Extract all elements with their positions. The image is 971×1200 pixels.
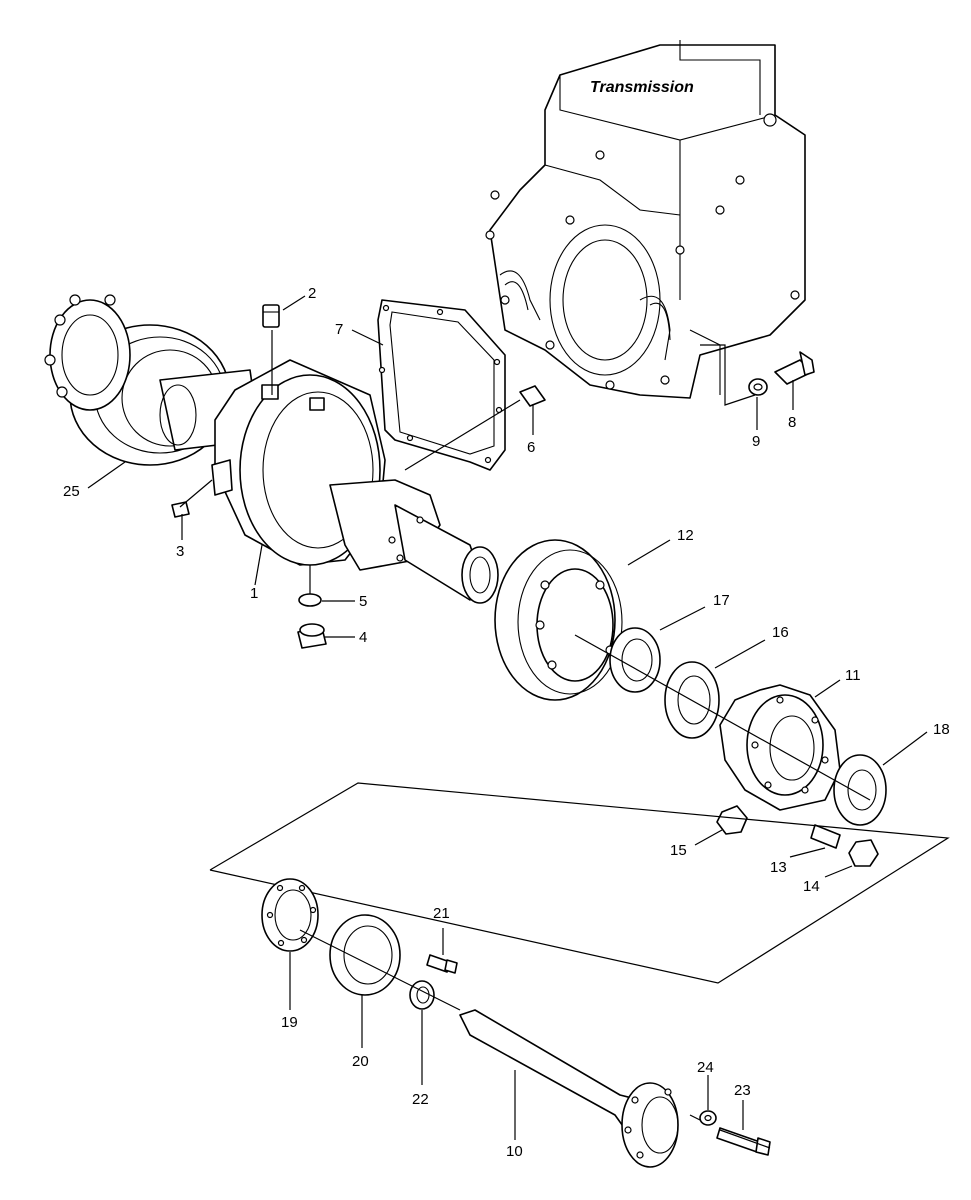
callout-18: 18: [933, 721, 950, 738]
bolt-21: [426, 954, 458, 974]
callout-17: 17: [713, 592, 730, 609]
bolt-23: [716, 1127, 771, 1156]
callout-15: 15: [670, 842, 687, 859]
axle-shaft: [459, 1009, 679, 1168]
callout-20: 20: [352, 1053, 369, 1070]
callouts: 1 2 3 4 5 6 7 8 9 10 11 12 13 14 15 16 1…: [63, 285, 950, 1160]
wheel-hub: [719, 684, 841, 811]
transmission-label: Transmission: [590, 79, 694, 96]
callout-5: 5: [359, 593, 367, 610]
oil-seal: [609, 627, 661, 693]
callout-13: 13: [770, 859, 787, 876]
hub-stud-13: [810, 824, 841, 849]
drain-plug: [297, 623, 327, 649]
callout-24: 24: [697, 1059, 714, 1076]
washer-9: [748, 378, 768, 396]
callout-10: 10: [506, 1143, 523, 1160]
hub-nut-14: [848, 839, 879, 867]
callout-23: 23: [734, 1082, 751, 1099]
callout-12: 12: [677, 527, 694, 544]
brake-drum: [494, 539, 623, 701]
callout-3: 3: [176, 543, 184, 560]
callout-21: 21: [433, 905, 450, 922]
retainer-20: [329, 914, 401, 996]
callout-8: 8: [788, 414, 796, 431]
bearing-18: [833, 754, 887, 826]
plate-19: [261, 878, 319, 952]
callout-4: 4: [359, 629, 367, 646]
leader-lines: [87, 295, 928, 1149]
callout-2: 2: [308, 285, 316, 302]
callout-14: 14: [803, 878, 820, 895]
callout-22: 22: [412, 1091, 429, 1108]
gasket: [377, 299, 506, 471]
callout-16: 16: [772, 624, 789, 641]
callout-1: 1: [250, 585, 258, 602]
washer-24: [699, 1110, 717, 1126]
drain-bolt: [171, 501, 190, 518]
axle-housing: [211, 359, 499, 604]
exploded-view-frame: [209, 782, 950, 984]
o-ring: [298, 593, 322, 607]
callout-25: 25: [63, 483, 80, 500]
breather-plug: [262, 304, 280, 328]
callout-7: 7: [335, 321, 343, 338]
dowel-pin: [519, 385, 546, 407]
callout-9: 9: [752, 433, 760, 450]
callout-11: 11: [845, 667, 861, 684]
callout-19: 19: [281, 1014, 298, 1031]
callout-6: 6: [527, 439, 535, 456]
transmission-case: [485, 40, 806, 399]
hub-nut-15: [716, 805, 748, 835]
bolt-8: [774, 351, 815, 385]
